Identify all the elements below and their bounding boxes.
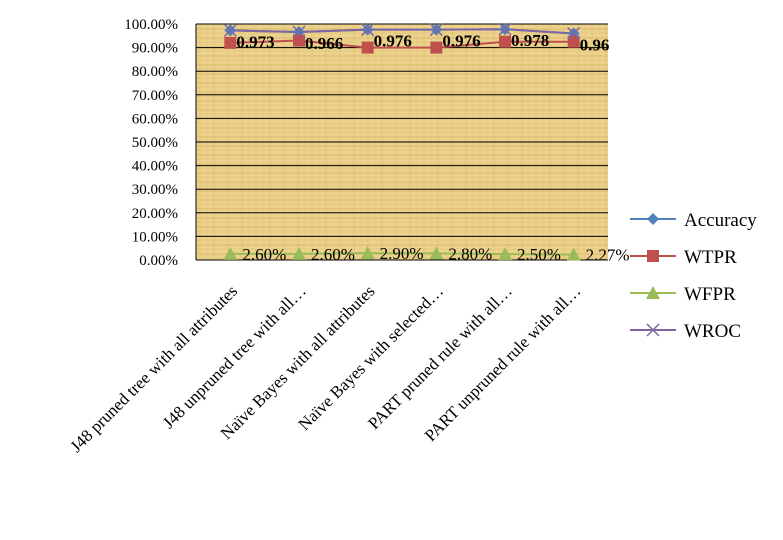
data-point	[224, 36, 237, 49]
y-tick-label: 50.00%	[132, 135, 178, 151]
data-label: 2.50%	[517, 245, 561, 264]
data-point	[498, 247, 512, 261]
legend-label: WTPR	[684, 247, 737, 268]
data-point	[360, 246, 375, 260]
data-label: 0.96	[580, 35, 610, 54]
data-point	[293, 34, 305, 47]
series-line	[230, 28, 574, 35]
data-point	[567, 35, 580, 48]
legend-marker	[647, 250, 659, 262]
x-category-label: Naïve Bayes with selected…	[295, 281, 448, 434]
data-label: 2.80%	[448, 244, 492, 263]
marker-stroke	[498, 22, 512, 36]
legend-label: Accuracy	[684, 210, 757, 231]
x-category-label: PART pruned rule with all…	[364, 281, 516, 433]
data-label: 2.90%	[380, 244, 424, 263]
data-point	[292, 25, 306, 39]
data-label: 2.60%	[311, 245, 355, 264]
series-line	[230, 39, 574, 49]
y-tick-label: 40.00%	[132, 159, 178, 175]
legend-label: WROC	[684, 321, 741, 342]
data-point	[567, 26, 581, 40]
series-line	[230, 252, 574, 256]
data-label: 0.966	[305, 34, 343, 53]
y-tick-label: 100.00%	[124, 17, 178, 33]
y-tick-label: 30.00%	[132, 182, 178, 198]
marker-stroke	[567, 26, 581, 40]
data-point	[292, 246, 306, 260]
marker-stroke	[292, 25, 306, 39]
y-tick-label: 20.00%	[132, 206, 178, 222]
data-point	[498, 22, 512, 36]
y-tick-label: 90.00%	[132, 41, 178, 57]
marker-stroke	[429, 23, 443, 37]
data-label: 2.27%	[586, 246, 630, 265]
legend-label: WFPR	[684, 284, 736, 305]
marker-stroke	[361, 23, 375, 37]
marker-stroke	[223, 23, 237, 37]
data-point	[361, 41, 374, 54]
data-label: 2.60%	[242, 245, 286, 264]
data-label: 0.976	[442, 32, 480, 51]
data-label: 0.976	[374, 32, 412, 51]
data-point	[223, 23, 237, 37]
data-point	[223, 246, 238, 260]
data-point	[429, 23, 443, 37]
y-tick-label: 0.00%	[139, 253, 178, 269]
legend-marker	[646, 286, 660, 299]
data-point	[429, 246, 444, 260]
marker-stroke	[646, 323, 660, 337]
y-tick-label: 10.00%	[132, 229, 178, 245]
legend-marker	[647, 213, 659, 225]
series-markers	[223, 22, 581, 261]
y-tick-label: 80.00%	[132, 64, 178, 80]
data-labels: 0.973 0.966 0.976 0.976 0.978 0.96 2.60% 2.60% 2…	[236, 31, 629, 264]
y-tick-label: 60.00%	[132, 111, 178, 127]
data-label: 0.973	[236, 32, 274, 51]
series-lines	[230, 28, 574, 256]
data-label: 0.978	[511, 31, 549, 50]
y-tick-label: 70.00%	[132, 88, 178, 104]
data-point	[499, 35, 511, 48]
data-point	[361, 23, 375, 37]
y-axis-ticks: 0.00% 10.00% 20.00% 30.00% 40.00% 50.00% 60.00…	[124, 17, 178, 269]
legend-marker	[646, 323, 660, 337]
data-point	[566, 247, 581, 261]
data-point	[430, 41, 443, 54]
x-category-label: J48 unpruned tree with all…	[159, 281, 310, 432]
